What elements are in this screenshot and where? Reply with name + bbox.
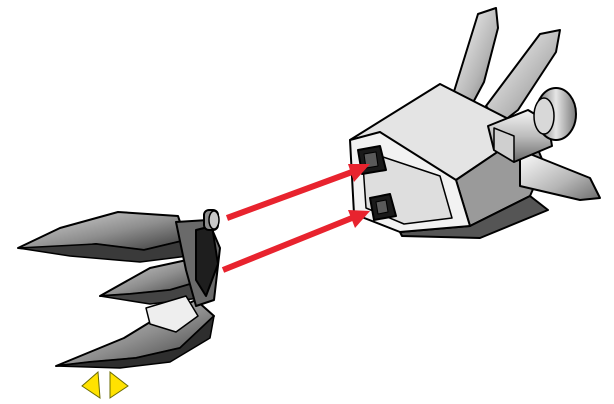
claw-peg-tip xyxy=(209,211,219,229)
engine-nozzle-ring xyxy=(534,98,554,134)
arrow-lower-shaft xyxy=(223,218,352,270)
direction-indicators xyxy=(82,372,128,398)
lower-socket-inner xyxy=(376,200,388,214)
claw-attachment xyxy=(18,210,220,368)
arrow-upper-shaft xyxy=(227,172,352,218)
indicator-left-triangle xyxy=(82,372,100,398)
indicator-right-triangle xyxy=(110,372,128,398)
spaceship-body xyxy=(350,8,600,238)
assembly-arrows xyxy=(223,164,370,270)
